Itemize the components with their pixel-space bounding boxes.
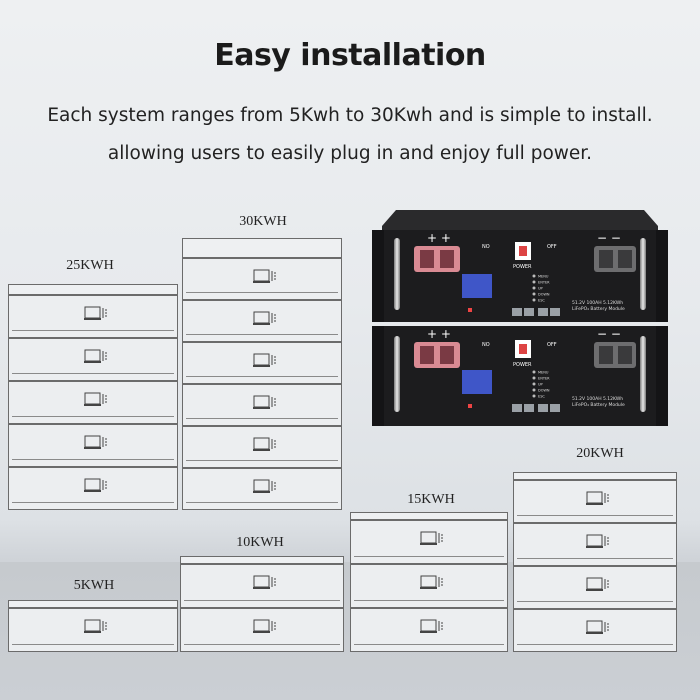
- svg-text:POWER: POWER: [513, 264, 532, 270]
- battery-module: [180, 564, 344, 608]
- svg-text:51.2V 100AH 5.12KWh: 51.2V 100AH 5.12KWh: [572, 396, 623, 402]
- monitor-icon: [253, 395, 277, 411]
- svg-text:LiFePO₄ Battery Module: LiFePO₄ Battery Module: [572, 402, 625, 408]
- battery-module: [513, 523, 677, 566]
- battery-module: [350, 564, 508, 608]
- battery-module: [182, 426, 342, 468]
- monitor-icon: [586, 577, 610, 593]
- svg-text:UP: UP: [538, 287, 543, 291]
- description-line-2: allowing users to easily plug in and enj…: [107, 143, 593, 164]
- battery-module: [350, 520, 508, 564]
- monitor-icon: [84, 306, 108, 322]
- stack-lid: [350, 512, 508, 520]
- monitor-icon: [586, 534, 610, 550]
- stack-label-25kwh: 25KWH: [66, 258, 114, 273]
- battery-module: [513, 480, 677, 523]
- handle-left: [394, 238, 400, 310]
- monitor-icon: [586, 491, 610, 507]
- description-line-1: Each system ranges from 5Kwh to 30Kwh an…: [47, 105, 653, 126]
- svg-text:MENU: MENU: [538, 275, 549, 279]
- svg-text:+ +: + +: [427, 327, 451, 341]
- monitor-icon: [253, 575, 277, 591]
- svg-text:OFF: OFF: [547, 342, 557, 348]
- monitor-icon: [253, 619, 277, 635]
- svg-text:ESC: ESC: [538, 395, 545, 399]
- battery-module: [8, 338, 178, 381]
- svg-text:POWER: POWER: [513, 362, 532, 368]
- svg-text:NO: NO: [482, 244, 490, 250]
- menu-buttons: MENU ENTER UP DOWN ESC: [532, 274, 550, 303]
- monitor-icon: [253, 353, 277, 369]
- monitor-icon: [420, 575, 444, 591]
- battery-module: [8, 608, 178, 652]
- battery-module: [350, 608, 508, 652]
- monitor-icon: [420, 619, 444, 635]
- battery-module: [513, 609, 677, 652]
- monitor-icon: [84, 349, 108, 365]
- battery-module: [8, 467, 178, 510]
- svg-text:− −: − −: [597, 327, 621, 341]
- monitor-icon: [420, 531, 444, 547]
- battery-module: [182, 300, 342, 342]
- monitor-icon: [253, 479, 277, 495]
- stack-lid: [8, 284, 178, 295]
- battery-module: [182, 468, 342, 510]
- lcd-screen: [462, 274, 492, 298]
- monitor-icon: [84, 478, 108, 494]
- monitor-icon: [84, 435, 108, 451]
- page-title: Easy installation: [214, 38, 486, 73]
- battery-module: [8, 295, 178, 338]
- minus-symbol: − −: [597, 231, 621, 245]
- stack-label-15kwh: 15KWH: [407, 492, 455, 507]
- stack-label-5kwh: 5KWH: [73, 578, 115, 593]
- monitor-icon: [84, 619, 108, 635]
- stack-lid: [182, 238, 342, 258]
- stack-label-30kwh: 30KWH: [239, 214, 287, 229]
- svg-text:ESC: ESC: [538, 299, 545, 303]
- svg-text:MENU: MENU: [538, 371, 549, 375]
- handle-right: [640, 238, 646, 310]
- battery-unit-photo: + + NO OFF POWER MENU ENTER UP DOWN ESC …: [372, 210, 668, 426]
- battery-module: [182, 342, 342, 384]
- monitor-icon: [586, 620, 610, 636]
- monitor-icon: [253, 437, 277, 453]
- monitor-icon: [84, 392, 108, 408]
- battery-module: [8, 381, 178, 424]
- battery-module: [182, 384, 342, 426]
- svg-text:ENTER: ENTER: [538, 377, 550, 381]
- monitor-icon: [253, 269, 277, 285]
- svg-text:OFF: OFF: [547, 244, 557, 250]
- stack-lid: [8, 600, 178, 608]
- monitor-icon: [253, 311, 277, 327]
- svg-text:DOWN: DOWN: [538, 389, 550, 393]
- battery-unit-bottom: + + NO OFF POWER MENU ENTER UP DOWN ESC …: [372, 326, 668, 426]
- svg-text:NO: NO: [482, 342, 490, 348]
- battery-module: [182, 258, 342, 300]
- stack-lid: [513, 472, 677, 480]
- plus-symbol: + +: [427, 231, 451, 245]
- stack-label-20kwh: 20KWH: [576, 446, 624, 461]
- battery-module: [8, 424, 178, 467]
- svg-text:DOWN: DOWN: [538, 293, 550, 297]
- svg-text:ENTER: ENTER: [538, 281, 550, 285]
- svg-text:UP: UP: [538, 383, 543, 387]
- stack-label-10kwh: 10KWH: [236, 535, 284, 550]
- battery-unit-top: + + NO OFF POWER MENU ENTER UP DOWN ESC …: [372, 210, 668, 322]
- battery-module: [180, 608, 344, 652]
- svg-text:LiFePO₄ Battery Module: LiFePO₄ Battery Module: [572, 306, 625, 312]
- stack-lid: [180, 556, 344, 564]
- battery-module: [513, 566, 677, 609]
- svg-text:51.2V 100AH 5.12KWh: 51.2V 100AH 5.12KWh: [572, 300, 623, 306]
